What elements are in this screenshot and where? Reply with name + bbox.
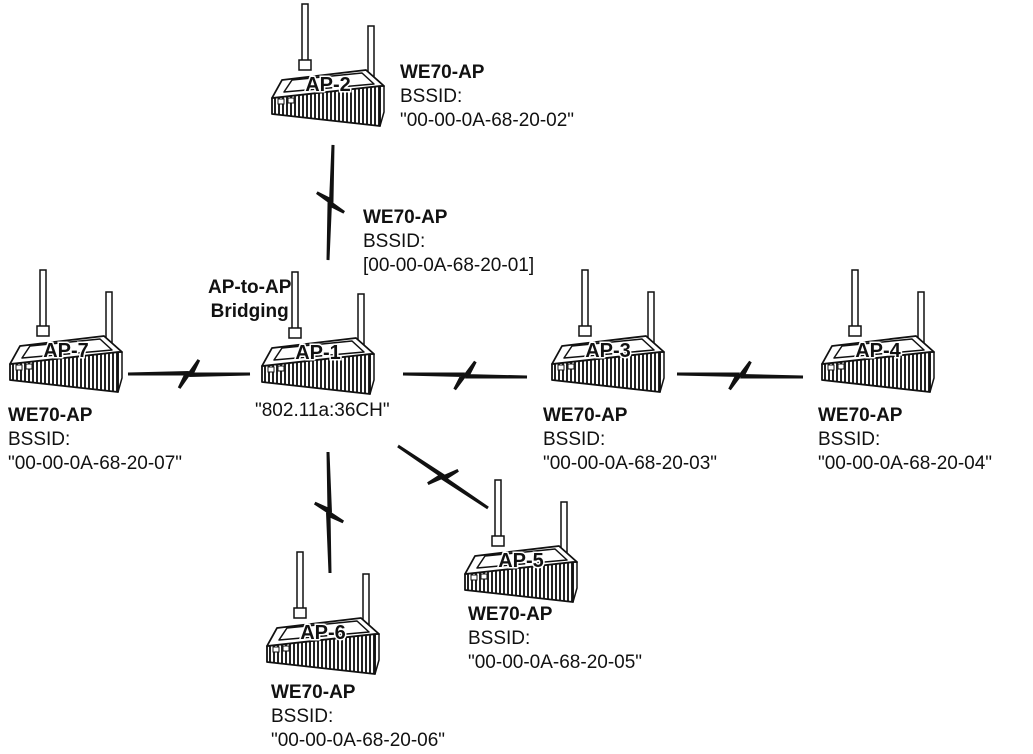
ap-name-label: AP-7 (43, 340, 89, 362)
bssid-label: BSSID: (363, 231, 426, 252)
router-icon (551, 269, 665, 393)
wireless-link-ap-3-ap-4 (676, 360, 804, 391)
wireless-link-ap-1-ap-2 (316, 144, 345, 261)
access-point-ap-5: AP-5 (464, 479, 578, 603)
router-icon (266, 551, 380, 675)
ap-info-ap-5: WE70-AP BSSID: "00-00-0A-68-20-05" (468, 603, 642, 675)
bssid-value: "00-00-0A-68-20-05" (468, 652, 643, 673)
bssid-label: BSSID: (543, 429, 606, 450)
devices-layer: AP-1 AP-2AP-3 AP-4AP-5AP-6 AP-7 (9, 3, 935, 675)
ap-info-ap-4: WE70-AP BSSID: "00-00-0A-68-20-04" (818, 404, 992, 476)
ap-model: WE70-AP (363, 207, 448, 228)
ap-name-label: AP-5 (498, 550, 544, 572)
ap-model: WE70-AP (468, 604, 553, 625)
ap-info-ap-6: WE70-AP BSSID: "00-00-0A-68-20-06" (271, 681, 445, 753)
bridging-line2: Bridging (210, 301, 289, 322)
ap-name-label: AP-3 (585, 340, 631, 362)
bssid-label: BSSID: (271, 706, 334, 727)
access-point-ap-1: AP-1 (261, 271, 375, 395)
bssid-value: "00-00-0A-68-20-04" (818, 453, 993, 474)
wireless-link-ap-1-ap-5 (397, 444, 489, 510)
access-point-ap-4: AP-4 (821, 269, 935, 393)
ap-info-ap-3: WE70-AP BSSID: "00-00-0A-68-20-03" (543, 404, 717, 476)
bssid-label: BSSID: (818, 429, 881, 450)
ap-name-label: AP-4 (855, 340, 901, 362)
bssid-value: [00-00-0A-68-20-01] (363, 255, 535, 276)
wireless-link-ap-1-ap-6 (313, 451, 345, 574)
bssid-value: "00-00-0A-68-20-07" (8, 453, 183, 474)
ap-name-label: AP-2 (305, 74, 351, 96)
ap-info-ap-1: WE70-AP BSSID: [00-00-0A-68-20-01] (363, 206, 534, 278)
wireless-link-ap-1-ap-3 (402, 360, 528, 391)
bssid-value: "00-00-0A-68-20-02" (400, 110, 575, 131)
channel-label: "802.11a:36CH" (255, 400, 390, 421)
ap-name-label: AP-6 (300, 622, 346, 644)
ap-info-ap-2: WE70-AP BSSID: "00-00-0A-68-20-02" (400, 61, 574, 133)
ap-model: WE70-AP (400, 62, 485, 83)
bridging-line1: AP-to-AP (208, 277, 292, 298)
router-icon (464, 479, 578, 603)
bssid-value: "00-00-0A-68-20-03" (543, 453, 718, 474)
ap-info-ap-7: WE70-AP BSSID: "00-00-0A-68-20-07" (8, 404, 182, 476)
router-icon (9, 269, 123, 393)
ap-name-label: AP-1 (295, 342, 341, 364)
access-point-ap-3: AP-3 (551, 269, 665, 393)
bssid-value: "00-00-0A-68-20-06" (271, 730, 446, 751)
access-point-ap-2: AP-2 (271, 3, 385, 127)
ap-model: WE70-AP (818, 405, 903, 426)
access-point-ap-7: AP-7 (9, 269, 123, 393)
router-icon (821, 269, 935, 393)
wireless-link-ap-1-ap-7 (127, 359, 251, 389)
bssid-label: BSSID: (400, 86, 463, 107)
bssid-label: BSSID: (468, 628, 531, 649)
access-point-ap-6: AP-6 (266, 551, 380, 675)
ap-model: WE70-AP (543, 405, 628, 426)
bridging-label: AP-to-AP Bridging (208, 276, 291, 324)
ap-model: WE70-AP (8, 405, 93, 426)
router-icon (271, 3, 385, 127)
links-layer (127, 144, 804, 574)
ap-model: WE70-AP (271, 682, 356, 703)
bssid-label: BSSID: (8, 429, 71, 450)
